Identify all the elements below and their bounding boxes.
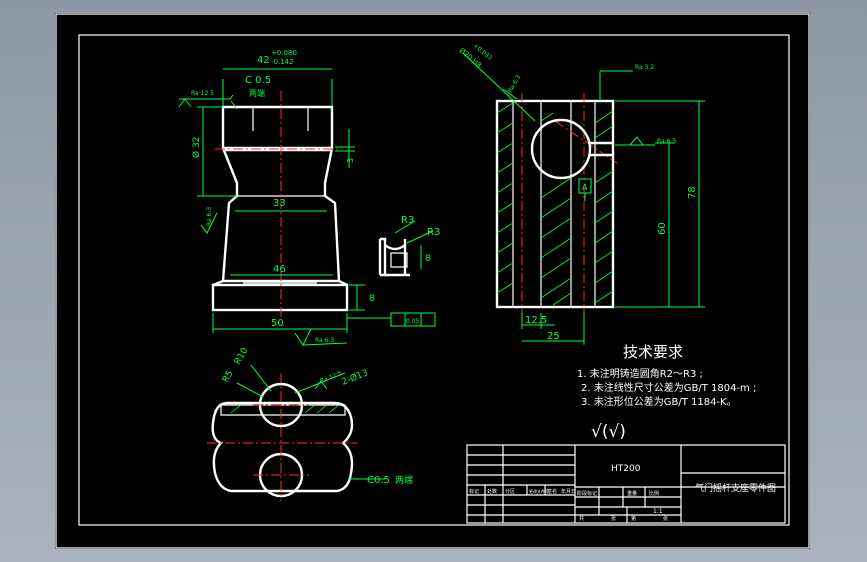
tb-label-7: 重量 — [627, 490, 637, 497]
dim-8-small: 8 — [425, 254, 431, 264]
datum-a: A — [582, 183, 588, 192]
dim-8-base: 8 — [369, 294, 375, 304]
engineering-drawing: 42 +0.080 -0.142 C 0.5 两端 Ra 12.5 Ø 32 3… — [55, 13, 810, 549]
dim-33: 33 — [273, 198, 286, 209]
ra-bottom: Ra 6.3 — [315, 337, 334, 344]
ra-left: Ra 6.3 — [206, 207, 213, 226]
tb-label-4: 签名 — [547, 488, 557, 495]
dim-3: 3 — [346, 158, 355, 163]
tb-label-10: 张 — [611, 515, 616, 522]
ra-top: Ra 12.5 — [191, 90, 214, 97]
tb-label-3: 更改文件号 — [529, 488, 549, 494]
front-base — [211, 283, 349, 312]
scale: 1:1 — [653, 508, 663, 515]
dim-60: 60 — [657, 222, 668, 235]
drawing-sheet: 42 +0.080 -0.142 C 0.5 两端 Ra 12.5 Ø 32 3… — [55, 13, 810, 549]
side-section-view — [495, 93, 618, 313]
r5: R5 — [221, 369, 236, 384]
tb-label-11: 第 — [631, 515, 636, 522]
bore-hole — [530, 118, 592, 180]
inner-frame — [78, 34, 790, 526]
surface-symbol: √(√) — [591, 422, 626, 442]
tol-upper: +0.080 — [271, 49, 297, 57]
dim-42: 42 — [257, 55, 270, 66]
dim-12-5: 12.5 — [525, 315, 547, 326]
ra-side-right: Ra 3.2 — [635, 64, 654, 71]
tb-label-2: 分区 — [505, 488, 515, 495]
tb-label-6: 阶段标记 — [577, 490, 597, 497]
r10: R10 — [233, 346, 251, 367]
outer-frame — [55, 13, 810, 549]
note-2: 2. 未注线性尺寸公差为GB/T 1804-m ; — [581, 381, 756, 394]
tb-label-9: 共 — [579, 515, 584, 522]
side-outline — [495, 99, 615, 309]
both-ends-top: 两端 — [249, 88, 265, 98]
note-1: 1. 未注明铸造圆角R2～R3 ; — [577, 367, 703, 380]
dim-78: 78 — [687, 186, 698, 199]
ra-side-top: Ra 6.3 — [507, 74, 523, 94]
chamfer-plan: C0.5 — [367, 475, 390, 486]
ra-plan: Ra 12.5 — [319, 370, 343, 385]
dim-25: 25 — [547, 331, 560, 342]
flatness-value: 0.05 — [406, 318, 420, 325]
r3-a: R3 — [401, 215, 414, 226]
chamfer-top: C 0.5 — [245, 75, 271, 86]
tb-label-0: 标记 — [469, 488, 479, 495]
title-block — [466, 444, 786, 524]
section-hatch — [496, 102, 614, 306]
notes-title: 技术要求 — [623, 343, 683, 361]
ra-side-slot: Ra 6.3 — [657, 138, 676, 145]
part-name: 气门摇杆支座零件图 — [695, 482, 776, 494]
front-view — [178, 68, 436, 346]
tol-lower: -0.142 — [271, 58, 294, 66]
plan-view — [207, 364, 385, 501]
dim-dia32: Ø 32 — [191, 137, 202, 158]
note-3: 3. 未注形位公差为GB/T 1184-K。 — [581, 395, 737, 408]
dim-46: 46 — [273, 264, 286, 275]
r3-b: R3 — [427, 227, 440, 238]
tb-label-12: 张 — [663, 515, 668, 522]
dim-50: 50 — [271, 318, 284, 329]
material: HT200 — [611, 464, 641, 474]
flatness-frame — [390, 312, 436, 327]
tb-label-5: 年月日 — [561, 488, 576, 495]
fillet-detail — [378, 220, 434, 277]
hole-spec: 2-Ø13 — [340, 367, 370, 388]
tb-label-8: 比例 — [649, 490, 659, 497]
both-ends-plan: 两端 — [395, 474, 413, 486]
tb-label-1: 处数 — [487, 488, 497, 495]
side-dims — [462, 52, 705, 345]
